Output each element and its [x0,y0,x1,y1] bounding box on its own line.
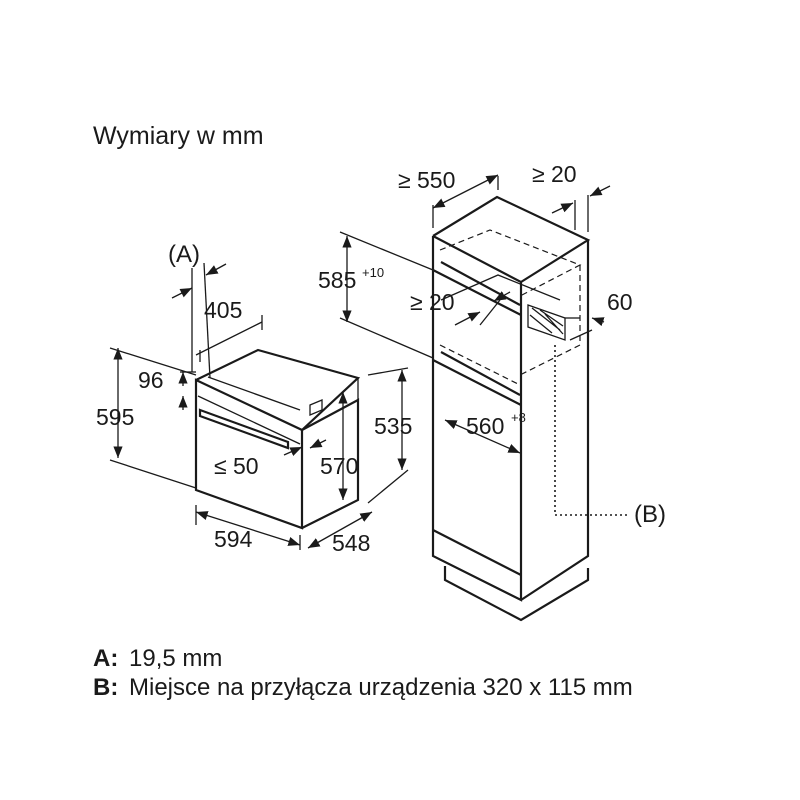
dim-60: 60 [607,289,633,315]
dim-570: 570 [320,453,358,479]
legend-text: 19,5 mm [129,645,223,672]
dim-ge20-mid: ≥ 20 [410,289,455,315]
legend-item-b: B: Miejsce na przyłącza urządzenia 320 x… [93,673,689,702]
legend-key: B: [93,674,119,701]
legend: A: 19,5 mm B: Miejsce na przyłącza urząd… [93,644,689,702]
dim-595: 595 [96,404,134,430]
diagram-title: Wymiary w mm [93,122,264,150]
dim-96: 96 [138,367,164,393]
dim-ge20-top: ≥ 20 [532,161,577,187]
oven-dimensions [109,262,409,550]
legend-text: Miejsce na przyłącza urządzenia 320 x 11… [129,674,633,701]
dim-le50: ≤ 50 [214,453,259,479]
cabinet-dimensions [339,174,630,516]
legend-key: A: [93,645,119,672]
dim-594: 594 [214,526,253,552]
cabinet-drawing [431,195,591,622]
oven-drawing [194,348,361,530]
label-a: (A) [168,241,200,268]
dim-585-sup: +10 [362,265,384,280]
label-b: (B) [634,501,666,528]
dim-405: 405 [204,297,242,323]
dim-560: 560 [466,413,504,439]
dim-560-sup: +8 [511,410,526,425]
legend-item-a: A: 19,5 mm [93,644,689,673]
dim-535: 535 [374,413,412,439]
dim-585: 585 [318,267,356,293]
dim-548: 548 [332,530,370,556]
dim-ge550: ≥ 550 [398,167,455,193]
